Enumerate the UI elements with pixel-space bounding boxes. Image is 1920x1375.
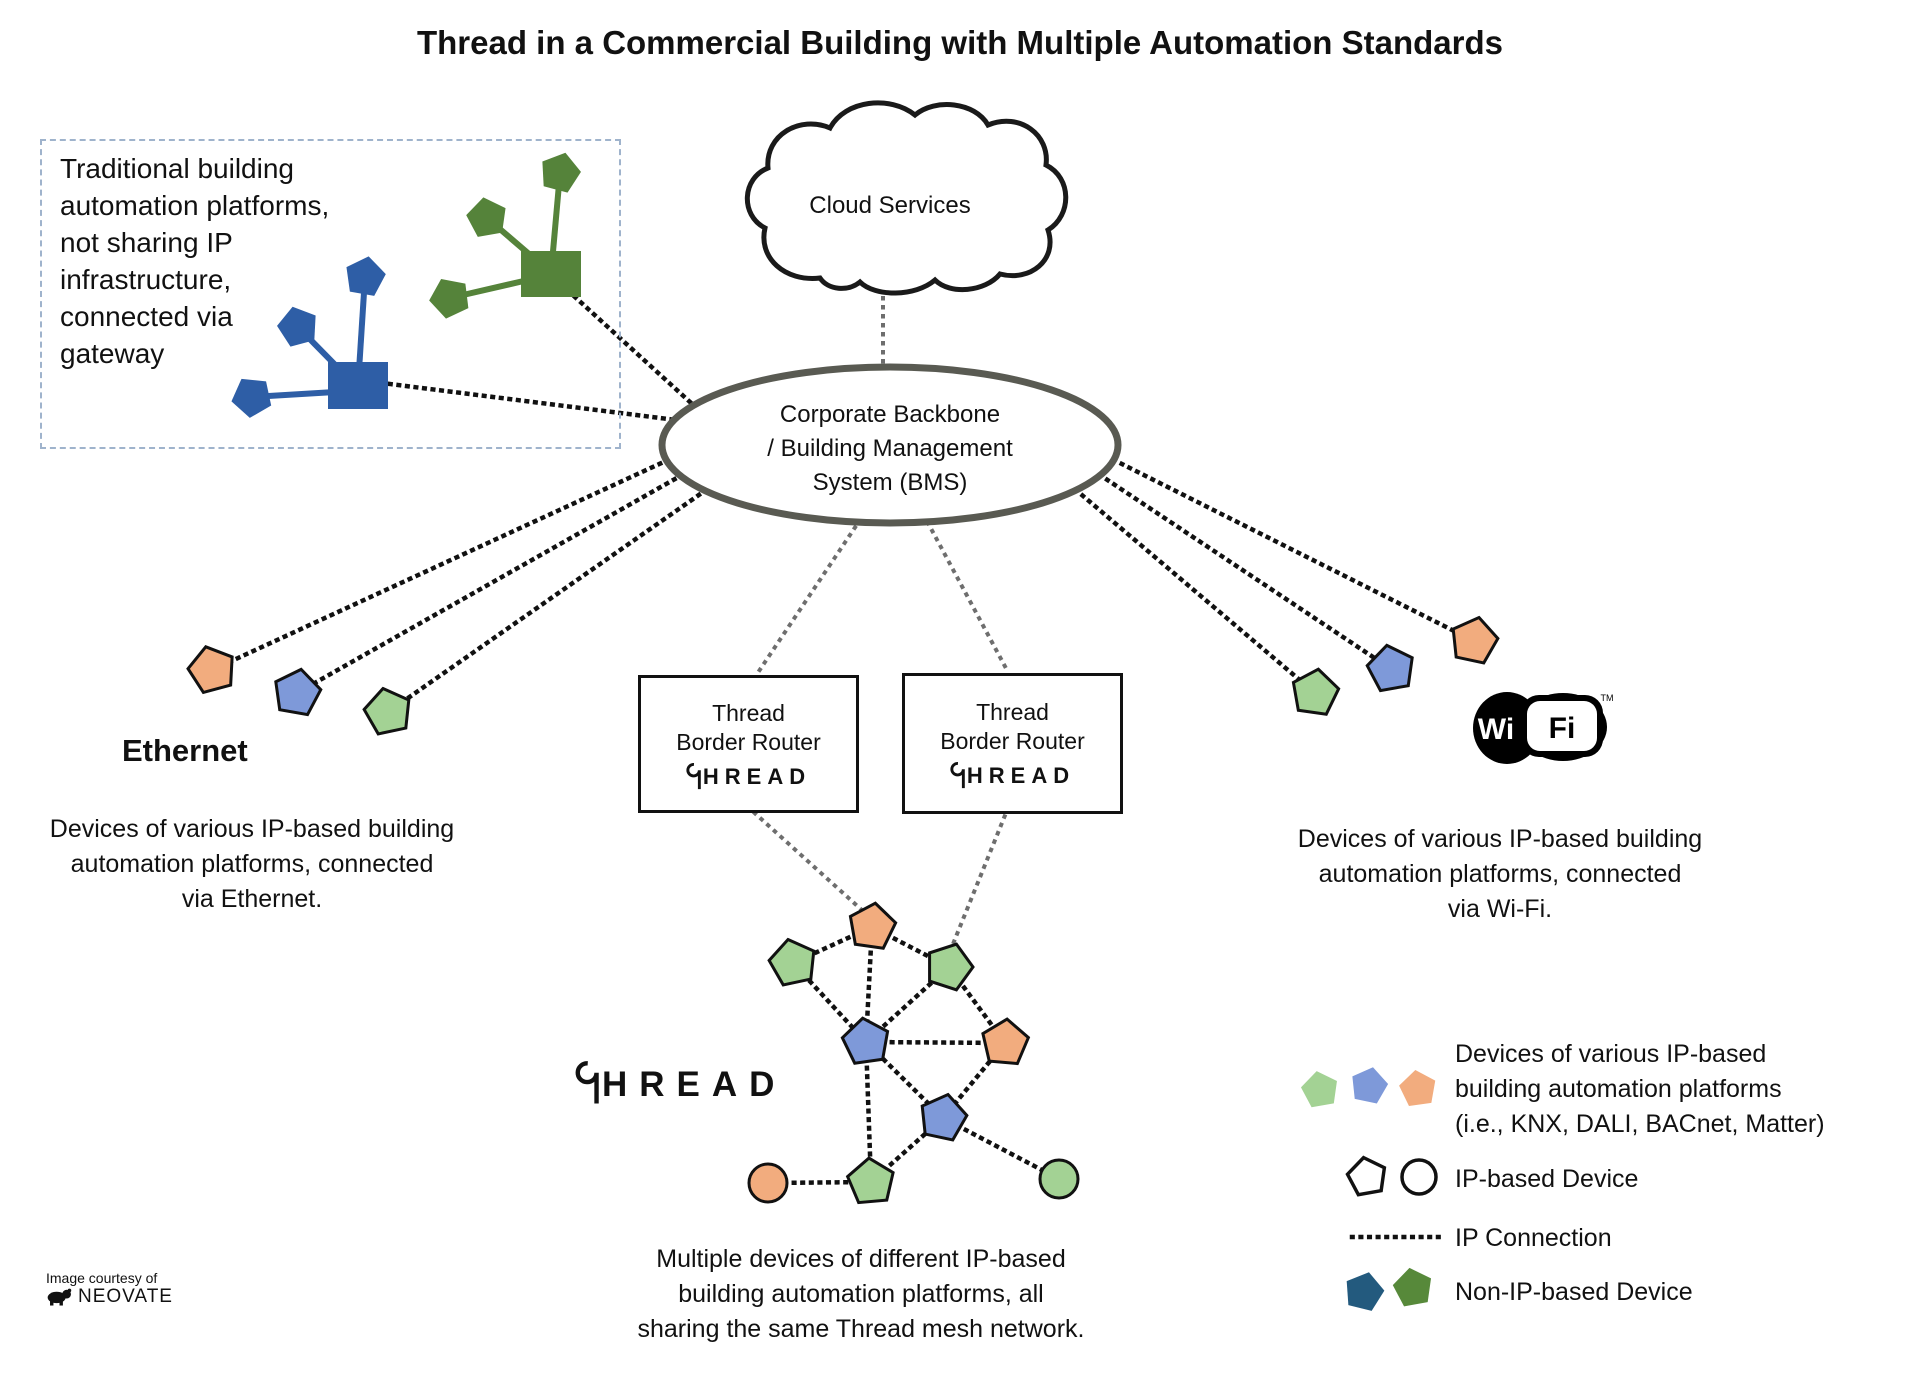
gateway-hub-green [521, 251, 581, 297]
credit-brand-text: NEOVATE [78, 1286, 173, 1307]
cloud-label: Cloud Services [809, 192, 971, 219]
ip-connection-blue-gateway-bms [387, 381, 679, 423]
wifi-logo-fi-box [1527, 701, 1597, 751]
thread-logo: HREAD [950, 762, 1075, 789]
bms-ellipse [658, 363, 1122, 527]
non-ip-cluster-blue [224, 252, 389, 422]
thread-logo-text: HREAD [966, 763, 1076, 788]
legend-label-ip-device: IP-based Device [1455, 1165, 1639, 1193]
ip-connection-bms-wifi-orange [1110, 456, 1478, 645]
credit-brand-row: NEOVATE [46, 1286, 173, 1308]
ethernet-devices [182, 639, 416, 738]
mesh-edge [868, 923, 953, 971]
thread-logo: HREAD [686, 762, 812, 790]
thread-needle-icon [575, 1061, 599, 1104]
thread-mesh-description: Multiple devices of different IP-based b… [637, 1245, 1085, 1343]
page-title: Thread in a Commercial Building with Mul… [416, 24, 1504, 61]
mesh-edge [863, 1039, 874, 1185]
legend-label-non-ip-device: Non-IP-based Device [1455, 1278, 1693, 1306]
ethernet-description: Devices of various IP-based building aut… [49, 815, 455, 913]
connection-router2-mesh [950, 805, 1011, 947]
legend-pentagon-dark-blue [1341, 1267, 1388, 1313]
legend-label-ip-connection: IP Connection [1455, 1224, 1612, 1252]
ethernet-device-green [359, 682, 416, 738]
mesh-device-green [764, 933, 821, 989]
legend-shapes [1298, 1063, 1439, 1313]
legend-pentagon-green [1298, 1067, 1341, 1109]
mesh-edge [863, 1039, 1008, 1046]
wifi-logo-wi-text: Wi [1478, 713, 1514, 746]
gateway-note-box [40, 139, 621, 449]
thread-border-router-1: Thread Border Router HREAD [638, 675, 859, 813]
wifi-logo-fi-text: Fi [1549, 712, 1576, 745]
connection-bms-router1 [754, 517, 863, 677]
wifi-logo-trademark: TM [1601, 693, 1614, 703]
thread-mesh-logo: HREAD [575, 1061, 786, 1105]
mesh-device-orange [979, 1015, 1032, 1066]
thread-needle-icon [686, 762, 701, 789]
credit-prefix: Image courtesy of [46, 1270, 158, 1286]
gateway-note-text: Traditional building automation platform… [60, 153, 330, 369]
backbone-connection-lines [745, 287, 1011, 947]
legend-pentagon-dark-green [1390, 1264, 1435, 1308]
wifi-logo: Wi Fi TM [1465, 685, 1615, 775]
connection-router1-mesh [745, 804, 867, 915]
ethernet-device-blue [269, 663, 326, 718]
bms-label: Corporate Backbone / Building Management… [767, 401, 1013, 496]
ip-connection-bms-ethernet-orange [209, 457, 671, 673]
router-title: Thread Border Router [940, 699, 1085, 754]
thread-logo-text: HREAD [602, 1065, 787, 1104]
wifi-description: Devices of various IP-based building aut… [1297, 825, 1703, 923]
cloud-shape [744, 100, 1069, 296]
legend-pentagon-outline [1343, 1152, 1390, 1198]
non-ip-cluster-green [423, 147, 585, 322]
bear-icon [47, 1288, 72, 1306]
ip-connection-green-gateway-bms [571, 293, 694, 406]
mesh-device-green [844, 1154, 897, 1205]
legend-label-ip-platform-devices: Devices of various IP-based building aut… [1455, 1040, 1825, 1138]
thread-logo-text: HREAD [702, 763, 812, 789]
mesh-edge [790, 924, 875, 966]
legend-pentagon-orange [1397, 1067, 1439, 1107]
legend-pentagon-blue [1347, 1063, 1391, 1105]
router-title: Thread Border Router [676, 699, 821, 755]
wifi-device-green [1288, 664, 1343, 717]
mesh-device-blue [838, 1013, 893, 1066]
image-credit: Image courtesy of NEOVATE [46, 1270, 173, 1308]
thread-needle-icon [950, 762, 965, 789]
ip-connection-bms-wifi-blue [1096, 471, 1395, 673]
mesh-device-circle-green [1038, 1158, 1080, 1200]
gateway-hub-blue [328, 362, 388, 409]
mesh-device-orange [845, 898, 900, 951]
ip-connection-bms-ethernet-blue [293, 471, 686, 697]
thread-mesh-nodes [747, 898, 1080, 1205]
connection-bms-router2 [925, 520, 1011, 675]
ethernet-heading: Ethernet [122, 733, 248, 768]
ip-connection-bms-wifi-green [1072, 486, 1319, 697]
wifi-device-blue [1362, 639, 1419, 694]
legend-circle-outline [1400, 1158, 1438, 1196]
thread-border-router-2: Thread Border Router HREAD [902, 673, 1123, 814]
mesh-device-circle-orange [747, 1162, 789, 1204]
ethernet-device-orange [182, 639, 241, 697]
wifi-device-orange [1446, 611, 1503, 667]
